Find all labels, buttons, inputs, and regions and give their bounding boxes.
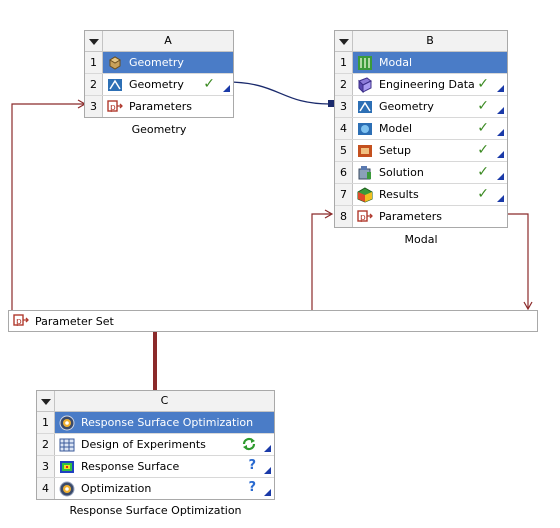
link-endpoint-square: [328, 100, 335, 107]
system-a-row-2-label: Geometry: [129, 78, 184, 91]
response-surface-icon: [60, 460, 74, 473]
system-c[interactable]: C 1 Response Surface Optimization 2 Desi…: [36, 390, 275, 500]
geometry-icon: [358, 100, 372, 113]
geometry-system-icon: [109, 55, 121, 70]
system-c-row-4-label: Optimization: [81, 482, 152, 495]
param-link-a: [11, 103, 84, 310]
system-b-row-6-label: Solution: [379, 166, 424, 179]
system-a-row-3[interactable]: 3 p Parameters: [85, 96, 233, 117]
modal-system-icon: [358, 55, 372, 70]
system-c-caption[interactable]: Response Surface Optimization: [69, 504, 242, 517]
optimization-icon: [59, 481, 75, 496]
svg-text:p: p: [110, 103, 116, 113]
system-b-row-8-label: Parameters: [379, 210, 442, 223]
corner-triangle-icon: [497, 151, 504, 158]
system-c-row-3[interactable]: 3 Response Surface ?: [37, 456, 274, 478]
system-c-row-4[interactable]: 4 Optimization ?: [37, 478, 274, 499]
system-a-letter: A: [164, 34, 172, 47]
corner-triangle-icon: [264, 467, 271, 474]
system-b-caption[interactable]: Modal: [404, 233, 438, 246]
check-icon: ✓: [477, 120, 489, 136]
system-b-row-7-label: Results: [379, 188, 419, 201]
system-b-header: B: [335, 31, 507, 52]
check-icon: ✓: [477, 164, 489, 180]
geometry-icon: [108, 78, 122, 91]
doe-icon: [59, 438, 75, 451]
system-a-header: A: [85, 31, 233, 52]
svg-text:p: p: [16, 317, 22, 327]
system-c-menu-arrow[interactable]: [37, 391, 55, 411]
corner-triangle-icon: [223, 85, 230, 92]
system-b-row-5[interactable]: 5 Setup ✓: [335, 140, 507, 162]
system-c-header: C: [37, 391, 274, 412]
system-c-letter: C: [160, 394, 169, 407]
system-b-row-5-label: Setup: [379, 144, 412, 157]
system-a-caption[interactable]: Geometry: [131, 123, 187, 136]
system-c-row-2-label: Design of Experiments: [81, 438, 206, 451]
corner-triangle-icon: [497, 129, 504, 136]
geometry-share-link: [225, 81, 331, 105]
system-b[interactable]: B 1 Modal 2 Engineering Data ✓ 3: [334, 30, 508, 228]
refresh-icon: [242, 437, 256, 451]
system-b-row-6[interactable]: 6 Solution ✓: [335, 162, 507, 184]
optimization-system-icon: [59, 415, 75, 430]
system-b-row-1[interactable]: 1 Modal: [335, 52, 507, 74]
system-b-row-7[interactable]: 7 Results ✓: [335, 184, 507, 206]
check-icon: ✓: [203, 76, 215, 92]
parameter-set-bar[interactable]: p Parameter Set: [8, 310, 538, 332]
system-b-row-2[interactable]: 2 Engineering Data ✓: [335, 74, 507, 96]
system-b-row-4[interactable]: 4 Model ✓: [335, 118, 507, 140]
system-a-row-1-label: Geometry: [129, 56, 184, 69]
parameters-icon: p: [107, 99, 123, 113]
system-b-row-4-label: Model: [379, 122, 413, 135]
system-b-letter: B: [426, 34, 434, 47]
check-icon: ✓: [477, 186, 489, 202]
setup-icon: [358, 144, 372, 157]
results-icon: [357, 186, 373, 203]
system-c-row-1[interactable]: 1 Response Surface Optimization: [37, 412, 274, 434]
system-b-row-3-label: Geometry: [379, 100, 434, 113]
corner-triangle-icon: [497, 173, 504, 180]
system-b-menu-arrow[interactable]: [335, 31, 353, 51]
solution-icon: [358, 165, 371, 179]
corner-triangle-icon: [264, 445, 271, 452]
system-b-row-1-label: Modal: [379, 56, 412, 69]
system-c-row-1-label: Response Surface Optimization: [81, 416, 254, 429]
parameter-set-icon: p: [13, 314, 29, 327]
corner-triangle-icon: [497, 107, 504, 114]
system-a-row-3-label: Parameters: [129, 100, 192, 113]
system-c-row-2[interactable]: 2 Design of Experiments: [37, 434, 274, 456]
corner-triangle-icon: [497, 195, 504, 202]
check-icon: ✓: [477, 98, 489, 114]
system-c-row-3-label: Response Surface: [81, 460, 180, 473]
param-link-c: [153, 331, 157, 390]
system-b-row-2-label: Engineering Data: [379, 78, 475, 91]
question-icon: ?: [248, 458, 256, 473]
corner-triangle-icon: [497, 85, 504, 92]
param-link-b-in: [311, 213, 331, 310]
parameter-set-label: Parameter Set: [35, 314, 114, 328]
svg-text:p: p: [360, 213, 366, 223]
engineering-data-icon: [358, 76, 372, 93]
param-link-b-out: [506, 213, 529, 308]
question-icon: ?: [248, 480, 256, 495]
system-b-row-3[interactable]: 3 Geometry ✓: [335, 96, 507, 118]
check-icon: ✓: [477, 142, 489, 158]
system-a-row-1[interactable]: 1 Geometry: [85, 52, 233, 74]
system-a-row-2[interactable]: 2 Geometry ✓: [85, 74, 233, 96]
check-icon: ✓: [477, 76, 489, 92]
model-icon: [358, 122, 372, 135]
system-a-menu-arrow[interactable]: [85, 31, 103, 51]
corner-triangle-icon: [264, 489, 271, 496]
system-a[interactable]: A 1 Geometry 2 Geometry ✓ 3 p: [84, 30, 234, 118]
system-b-row-8[interactable]: 8 p Parameters: [335, 206, 507, 227]
parameters-icon: p: [357, 209, 373, 223]
